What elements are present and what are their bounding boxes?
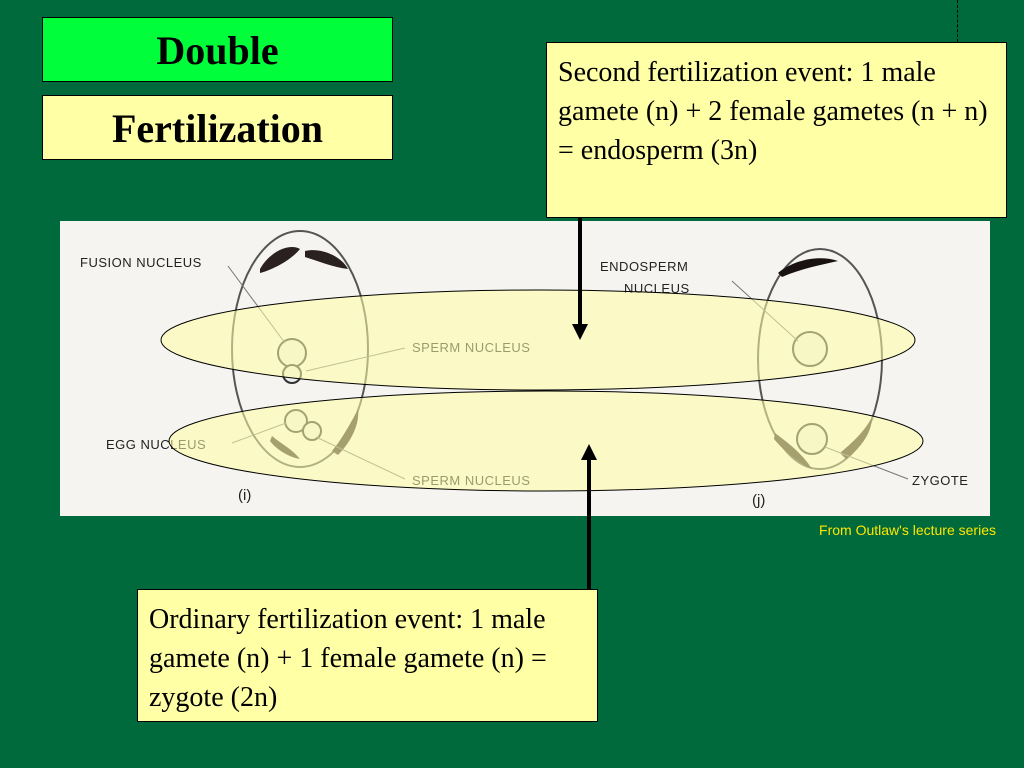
- antipodal-i-1: [270, 436, 300, 459]
- title-double: Double: [42, 17, 393, 82]
- label-endosperm-nucleus: NUCLEUS: [624, 281, 690, 296]
- second-fertilization-note: Second fertilization event: 1 male gamet…: [546, 42, 1007, 218]
- decorative-dashed-line: [957, 0, 958, 42]
- label-fusion-nucleus: FUSION NUCLEUS: [80, 255, 202, 270]
- label-panel-i: (i): [238, 487, 251, 504]
- fusion-nucleus-i: [277, 338, 307, 368]
- sperm-nucleus-i-top: [282, 364, 302, 384]
- antipodal-j-2: [840, 417, 872, 459]
- endosperm-nucleus-j: [792, 331, 828, 367]
- label-egg-nucleus: EGG NUCLEUS: [106, 437, 206, 452]
- synergid-i-1: [260, 247, 300, 273]
- label-sperm-nucleus-bottom: SPERM NUCLEUS: [412, 473, 530, 488]
- credit-text: From Outlaw's lecture series: [819, 522, 996, 538]
- label-zygote: ZYGOTE: [912, 473, 968, 488]
- label-endosperm: ENDOSPERM: [600, 259, 688, 274]
- antipodal-i-2: [332, 409, 359, 455]
- sperm-nucleus-i-bottom: [302, 421, 322, 441]
- zygote-j: [796, 423, 828, 455]
- ovule-diagram-svg: FUSION NUCLEUS SPERM NUCLEUS EGG NUCLEUS…: [80, 230, 968, 509]
- title-fertilization: Fertilization: [42, 95, 393, 160]
- label-sperm-nucleus-top: SPERM NUCLEUS: [412, 340, 530, 355]
- synergid-j: [778, 258, 838, 277]
- label-panel-j: (j): [752, 492, 765, 509]
- synergid-i-2: [305, 250, 348, 269]
- ovule-diagram: FUSION NUCLEUS SPERM NUCLEUS EGG NUCLEUS…: [60, 221, 990, 516]
- ordinary-fertilization-note: Ordinary fertilization event: 1 male gam…: [137, 589, 598, 722]
